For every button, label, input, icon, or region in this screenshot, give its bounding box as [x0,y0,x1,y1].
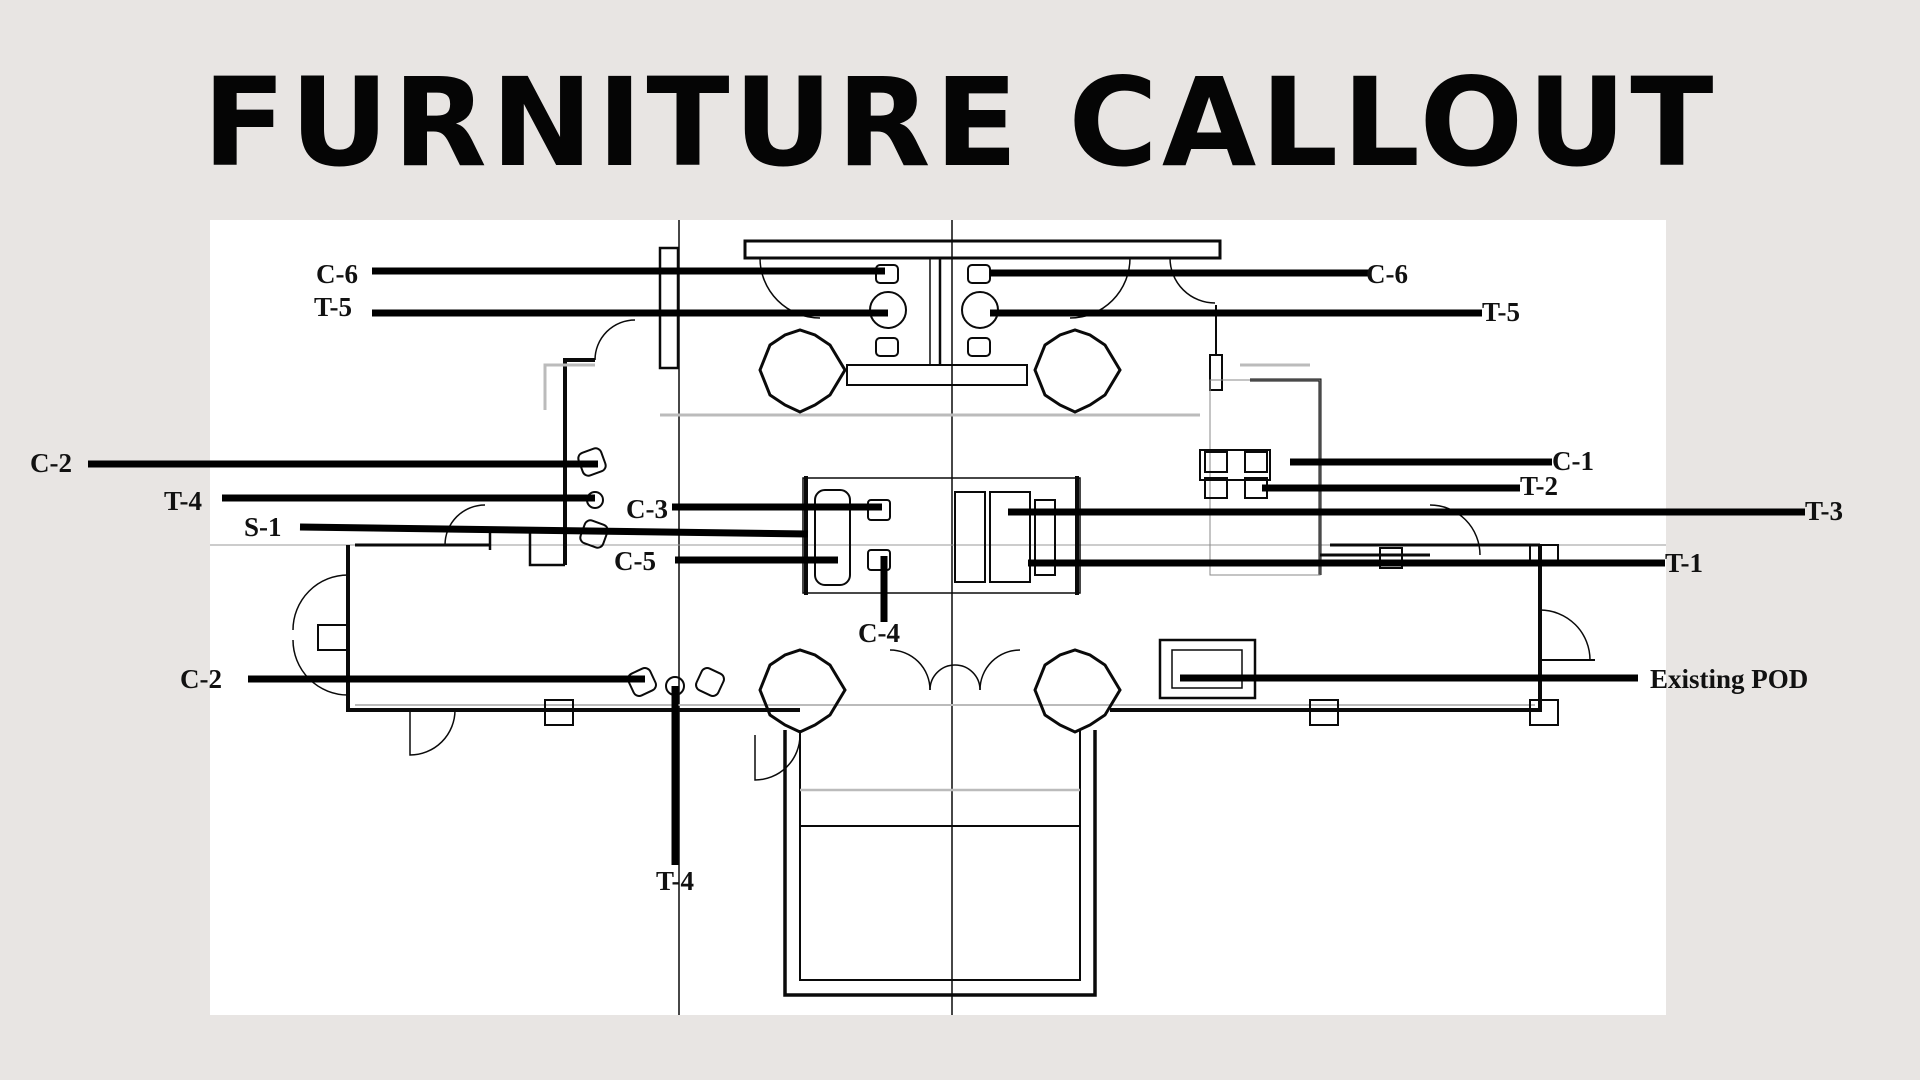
existing-pod [1158,638,1257,700]
existing-pod-inner [1171,649,1243,689]
label-t5-left: T-5 [314,292,352,322]
label-c4: C-4 [858,618,900,648]
chair-c2 [627,667,657,697]
plan-sheet [210,220,1666,1015]
label-t1: T-1 [1665,548,1703,578]
post [1309,699,1339,726]
post [544,699,574,726]
wall [799,730,1081,981]
chair-c1 [1204,451,1228,473]
chair-c6 [875,337,899,357]
bench [846,364,1028,386]
label-c6-left: C-6 [316,259,358,289]
door-swing [1169,257,1216,304]
label-t4-left: T-4 [164,486,202,516]
chair-c4 [867,549,891,571]
table-t2 [1199,449,1271,481]
label-c6-right: C-6 [1366,259,1408,289]
label-existing-pod: Existing POD [1650,664,1808,694]
label-s1: S-1 [244,512,282,542]
top-wall [743,239,1222,260]
wall [1110,545,1542,712]
bench-t1 [1034,499,1056,576]
wall [783,730,1097,997]
label-c1: C-1 [1552,446,1594,476]
faint-wall [543,363,595,410]
post [1379,547,1403,569]
label-c3: C-3 [626,494,668,524]
column [658,246,680,370]
door-swing [444,504,486,546]
door-swing [889,649,931,691]
callout-labels: C-6 T-5 C-6 T-5 C-2 T-4 S-1 C-3 C-5 C-4 … [30,259,1843,896]
table-t3 [954,491,986,583]
label-t2: T-2 [1520,471,1558,501]
chair-c6 [967,337,991,357]
wall [346,545,800,712]
label-c5: C-5 [614,546,656,576]
label-c2-top: C-2 [30,448,72,478]
planter [1033,328,1122,414]
page-title: FURNITURE CALLOUT [202,52,1718,194]
door-swing [594,319,636,361]
planter [1033,648,1122,734]
chair-c1 [1244,451,1268,473]
door-swing [1069,257,1131,319]
table-t1 [989,491,1031,583]
door-swing [409,709,456,756]
door-swing [1429,504,1481,556]
door-swing [929,664,981,691]
callout-leaders [88,267,1805,865]
sofa-s1 [814,489,851,586]
label-c2-bottom: C-2 [180,664,222,694]
door-swing [979,649,1021,691]
chair-c2 [695,667,725,697]
label-t3: T-3 [1805,496,1843,526]
door-swing [292,574,349,631]
post [1529,699,1559,726]
label-t4-bottom: T-4 [656,866,694,896]
door-swing [1539,609,1591,661]
label-t5-right: T-5 [1482,297,1520,327]
planter [758,648,847,734]
post [317,624,349,651]
leader-s1 [299,523,809,538]
planter [758,328,847,414]
chair-c1 [1204,477,1228,499]
